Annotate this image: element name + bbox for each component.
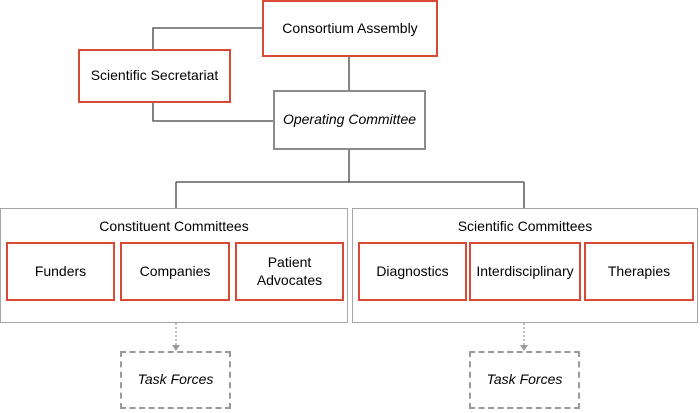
scientific-secretariat-label: Scientific Secretariat <box>90 67 219 84</box>
patient-advocates-node: Patient Advocates <box>235 242 344 301</box>
scientific-committees-group: Scientific Committees Diagnostics Interd… <box>352 208 698 323</box>
diagnostics-label: Diagnostics <box>376 262 449 279</box>
scientific-committees-title: Scientific Committees <box>457 218 593 234</box>
arrowhead-taskforce-right <box>520 345 528 351</box>
arrowhead-taskforce-left <box>172 345 180 351</box>
task-forces-right-label: Task Forces <box>486 371 563 388</box>
scientific-secretariat-node: Scientific Secretariat <box>78 49 231 103</box>
operating-committee-node: Operating Committee <box>273 90 426 150</box>
therapies-label: Therapies <box>607 262 671 279</box>
task-forces-right-node: Task Forces <box>469 351 580 409</box>
constituent-committees-title: Constituent Committees <box>99 218 249 234</box>
companies-label: Companies <box>139 262 211 279</box>
funders-label: Funders <box>34 262 87 279</box>
therapies-node: Therapies <box>584 242 694 301</box>
interdisciplinary-node: Interdisciplinary <box>469 242 581 301</box>
task-forces-left-label: Task Forces <box>137 371 214 388</box>
consortium-assembly-label: Consortium Assembly <box>282 19 418 36</box>
constituent-committees-group: Constituent Committees Funders Companies… <box>0 208 348 323</box>
diagnostics-node: Diagnostics <box>358 242 467 301</box>
task-forces-left-node: Task Forces <box>120 351 231 409</box>
companies-node: Companies <box>120 242 230 301</box>
funders-node: Funders <box>6 242 115 301</box>
patient-advocates-label: Patient Advocates <box>256 254 323 288</box>
consortium-assembly-node: Consortium Assembly <box>262 0 438 57</box>
interdisciplinary-label: Interdisciplinary <box>476 262 574 279</box>
operating-committee-label: Operating Committee <box>282 111 417 128</box>
